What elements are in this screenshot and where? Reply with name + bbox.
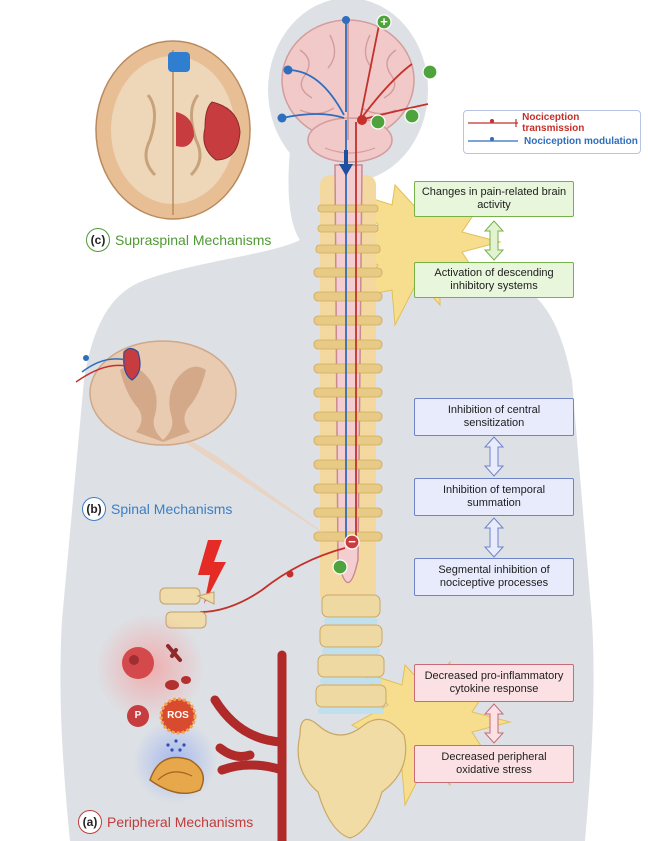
legend-modulation: Nociception modulation — [468, 134, 638, 148]
supraspinal-label: (c) Supraspinal Mechanisms — [86, 228, 271, 252]
minus-sign-label: − — [348, 534, 356, 549]
spinal-cord-section — [75, 340, 237, 446]
phosphate-badge — [127, 705, 149, 727]
legend-transmission: Nociception transmission — [468, 112, 640, 134]
blood-vessel — [210, 650, 287, 841]
spinal-text: Spinal Mechanisms — [111, 501, 233, 517]
green-double-arrow — [483, 220, 505, 261]
plus-sign-label: + — [380, 14, 388, 29]
transmission-pathways — [199, 19, 429, 613]
spinal-label: (b) Spinal Mechanisms — [82, 497, 232, 521]
plus-signs — [332, 14, 438, 575]
box-temporal-summation: Inhibition of temporal summation — [414, 478, 574, 516]
brain-section — [95, 40, 251, 220]
phosphate-label: P — [134, 710, 142, 721]
blue-double-arrow-1 — [483, 436, 505, 477]
box-brain-activity: Changes in pain-related brain activity — [414, 181, 574, 217]
supraspinal-text: Supraspinal Mechanisms — [115, 232, 272, 248]
legend-transmission-label: Nociception transmission — [522, 112, 585, 134]
modulation-pathways — [281, 22, 347, 540]
red-double-arrow — [483, 703, 505, 744]
mitochondrion — [149, 756, 204, 794]
box-segmental-inhibition: Segmental inhibition of nociceptive proc… — [414, 558, 574, 596]
spinal-badge: (b) — [82, 497, 106, 521]
box-oxidative-stress: Decreased peripheral oxidative stress — [414, 745, 574, 783]
cytokine-icon — [166, 644, 182, 662]
ros-label: ROS — [167, 710, 189, 721]
lightning-bolt — [198, 540, 226, 604]
box-descending-inhibitory: Activation of descending inhibitory syst… — [414, 262, 574, 298]
peripheral-label: (a) Peripheral Mechanisms — [78, 810, 253, 834]
box-central-sensitization: Inhibition of central sensitization — [414, 398, 574, 436]
box-cytokine-response: Decreased pro-inflammatory cytokine resp… — [414, 664, 574, 702]
legend: Nociception transmission Nociception mod… — [463, 110, 641, 154]
ros-badge — [159, 697, 197, 735]
spinal-column — [297, 164, 407, 839]
supraspinal-badge: (c) — [86, 228, 110, 252]
brain — [281, 19, 415, 163]
peripheral-badge: (a) — [78, 810, 102, 834]
blue-double-arrow-2 — [483, 517, 505, 558]
legend-modulation-label: Nociception modulation — [524, 135, 638, 147]
peripheral-text: Peripheral Mechanisms — [107, 814, 254, 830]
